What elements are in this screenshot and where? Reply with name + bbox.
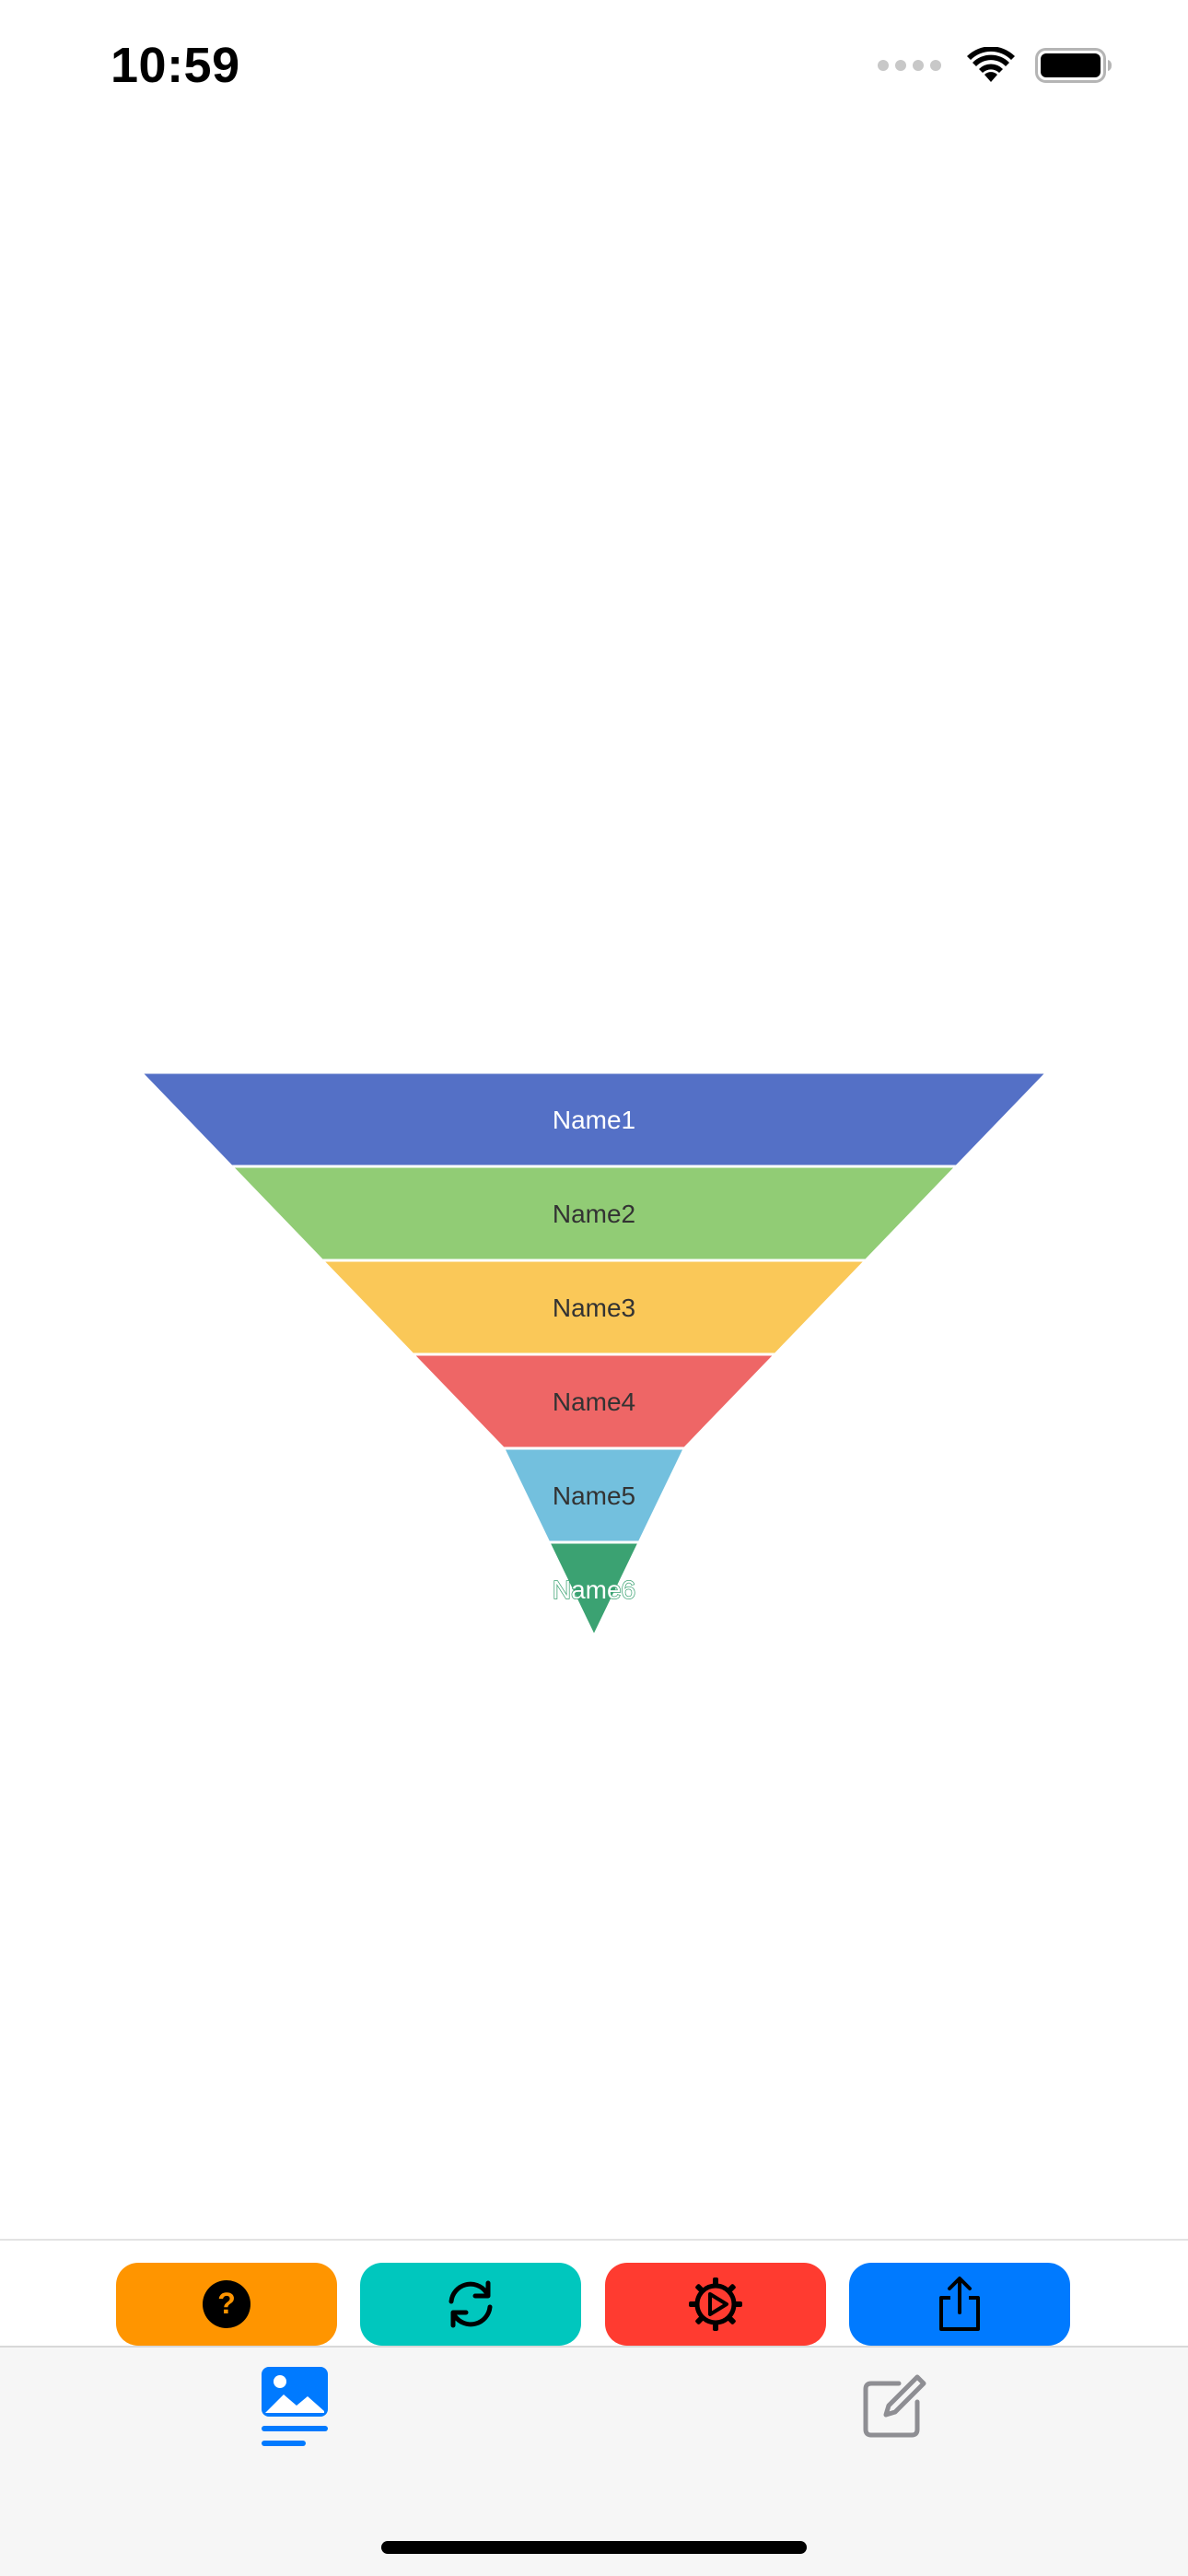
gear-play-icon (689, 2277, 742, 2331)
funnel-label-3: Name3 (553, 1294, 635, 1322)
compose-icon (863, 2374, 926, 2438)
settings-button[interactable] (605, 2263, 826, 2346)
svg-text:?: ? (217, 2287, 236, 2320)
funnel-label-6: Name6 (553, 1575, 635, 1604)
tab-bar (0, 2346, 1188, 2576)
refresh-button[interactable] (360, 2263, 581, 2346)
cellular-signal-icon (878, 60, 941, 71)
share-icon (939, 2277, 980, 2331)
tab-edit[interactable] (838, 2357, 949, 2458)
tab-gallery[interactable] (239, 2357, 350, 2458)
status-time: 10:59 (111, 38, 240, 93)
funnel-label-2: Name2 (553, 1200, 635, 1228)
action-toolbar: ? (0, 2239, 1188, 2348)
share-button[interactable] (849, 2263, 1070, 2346)
funnel-label-5: Name5 (553, 1481, 635, 1510)
funnel-label-1: Name1 (553, 1106, 635, 1134)
status-icons (878, 42, 1112, 88)
funnel-label-4: Name4 (553, 1388, 635, 1416)
status-bar: 10:59 (0, 0, 1188, 138)
home-indicator (381, 2541, 807, 2554)
funnel-segment-6[interactable] (546, 1540, 642, 1640)
photo-list-icon (262, 2367, 328, 2446)
wifi-icon (967, 47, 1015, 82)
refresh-arrows-icon (448, 2280, 493, 2328)
battery-icon (1035, 48, 1112, 83)
help-button[interactable]: ? (116, 2263, 337, 2346)
question-circle-icon: ? (203, 2280, 250, 2328)
